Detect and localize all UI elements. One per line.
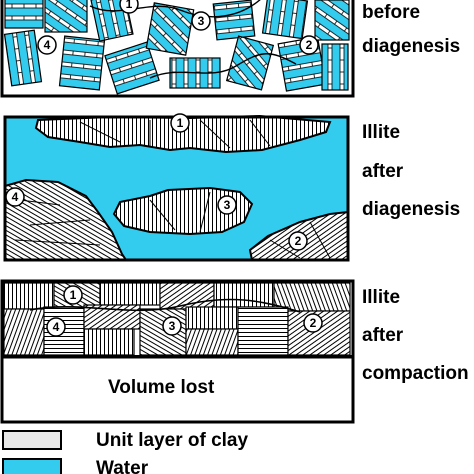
marker-label: 1 — [70, 288, 77, 302]
marker-3: 3 — [191, 11, 211, 31]
marker-1: 1 — [63, 285, 83, 305]
legend-item-unit-layer: Unit layer of clay — [2, 430, 248, 451]
panel-illite-after-diagenesis: 1 4 3 2 Illite after diagenesis — [3, 113, 460, 262]
pore-channel — [149, 53, 297, 79]
marker-label: 2 — [295, 234, 302, 248]
water-swatch — [2, 458, 62, 474]
illite-aggregate — [112, 186, 254, 236]
panel-label-line: diagenesis — [362, 36, 460, 57]
marker-3: 3 — [162, 316, 182, 336]
panel-label-line: before — [362, 2, 420, 23]
marker-label: 3 — [169, 319, 176, 333]
legend: Unit layer of clay Water — [2, 430, 248, 474]
marker-2: 2 — [299, 35, 319, 55]
marker-3: 3 — [217, 195, 237, 215]
compacted-illite — [3, 282, 351, 356]
marker-label: 4 — [44, 38, 51, 52]
marker-1: 1 — [119, 0, 139, 14]
volume-lost-label: Volume lost — [108, 377, 215, 398]
panel-label-line: Illite — [362, 287, 400, 308]
unit-layer-swatch — [2, 430, 62, 450]
panel-illite-after-compaction: 1 4 3 2 Volume lost Illite after compact… — [0, 279, 469, 424]
panel-label-line: Illite — [362, 122, 400, 143]
marker-4: 4 — [5, 187, 25, 207]
marker-label: 4 — [12, 190, 19, 204]
pore-channel — [89, 0, 261, 18]
marker-4: 4 — [46, 317, 66, 337]
marker-4: 4 — [37, 35, 57, 55]
panel-label-line: compaction — [362, 363, 469, 384]
legend-item-water: Water — [2, 458, 149, 474]
panel-label-line: diagenesis — [362, 199, 460, 220]
volume-lost-region — [0, 355, 355, 424]
marker-1: 1 — [170, 113, 190, 133]
marker-label: 1 — [126, 0, 133, 11]
marker-label: 1 — [177, 116, 184, 130]
legend-label: Unit layer of clay — [96, 430, 248, 451]
panel-label-line: after — [362, 161, 404, 182]
clay-particles — [3, 0, 350, 95]
panel-before-diagenesis: 1 3 4 2 before diagenesis — [0, 0, 460, 98]
panel-label-line: after — [362, 325, 404, 346]
marker-2: 2 — [288, 231, 308, 251]
marker-label: 4 — [53, 320, 60, 334]
marker-label: 2 — [306, 38, 313, 52]
marker-2: 2 — [303, 313, 323, 333]
legend-label: Water — [96, 458, 149, 474]
marker-label: 3 — [198, 14, 205, 28]
marker-label: 3 — [224, 198, 231, 212]
marker-label: 2 — [310, 316, 317, 330]
